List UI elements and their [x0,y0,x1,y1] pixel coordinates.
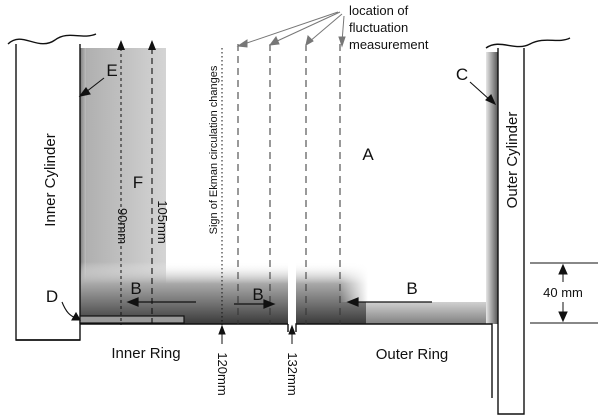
bottom-dimensions [218,324,296,344]
arrow-105mm-head [148,40,156,50]
label-region-b3: B [406,279,417,298]
pointer-1 [243,11,339,45]
dim-40-up-head [558,263,568,275]
cylinders [7,33,571,415]
bottom-shading-left [78,262,288,324]
label-region-b1: B [130,279,141,298]
pointer-4-head [338,36,346,48]
dim-40mm [530,262,598,324]
letter-pointers [61,77,497,321]
radius-lines [117,40,341,325]
label-inner-cylinder: Inner Cylinder [42,133,59,226]
label-region-d: D [46,287,58,306]
label-120mm: 120mm [215,352,230,395]
label-fluct-1: location of [349,3,409,18]
label-132mm: 132mm [285,352,300,395]
pointer-1-head [236,39,248,48]
label-sign-ekman: Sign of Ekman circulation changes [208,65,220,234]
rings [16,315,493,398]
label-90mm: 90mm [115,208,130,244]
arrow-90mm-head [117,40,125,50]
outer-ring-outline [295,323,493,398]
label-inner-ring: Inner Ring [111,345,180,362]
dim-40-down-head [558,311,568,323]
inner-ring-plate [79,315,185,324]
pointer-2 [274,11,341,43]
flow-arrows [126,297,432,309]
dim-132-head [288,324,296,335]
pointer-d-head [71,311,81,321]
inner-cylinder-top-break [7,33,97,45]
outer-cylinder-top-break [485,37,571,49]
arrow-b3-head [346,297,359,307]
label-40mm: 40 mm [543,285,583,300]
pointer-c-shaft [469,81,491,101]
shading-regions [76,48,498,324]
label-fluct-3: measurement [349,37,429,52]
outer-cylinder-wall [497,48,525,415]
pointer-e-shaft [85,77,105,93]
pointer-e-head [78,87,91,97]
label-105mm: 105mm [155,200,170,243]
arrow-b2-head [263,299,276,309]
label-region-a: A [362,145,374,164]
label-region-f: F [133,173,143,192]
region-e-shading [76,48,86,323]
label-region-e: E [106,61,117,80]
pointer-c-head [485,94,497,106]
text-labels: Inner Cylinder Outer Cylinder Inner Ring… [42,3,583,396]
dim-120-head [218,324,226,335]
fluct-pointers [236,11,346,48]
pointer-3-head [305,35,314,46]
label-region-c: C [456,65,468,84]
arrow-b1-head [126,297,139,307]
label-outer-ring: Outer Ring [376,346,449,363]
label-region-b2: B [252,285,263,304]
outer-ring-shading [366,302,491,324]
bottom-fade-right [296,262,368,302]
label-outer-cylinder: Outer Cylinder [504,112,521,209]
region-c-shading [486,52,498,324]
pointer-2-head [268,36,280,46]
pointer-3 [308,13,343,43]
label-fluct-2: fluctuation [349,20,408,35]
